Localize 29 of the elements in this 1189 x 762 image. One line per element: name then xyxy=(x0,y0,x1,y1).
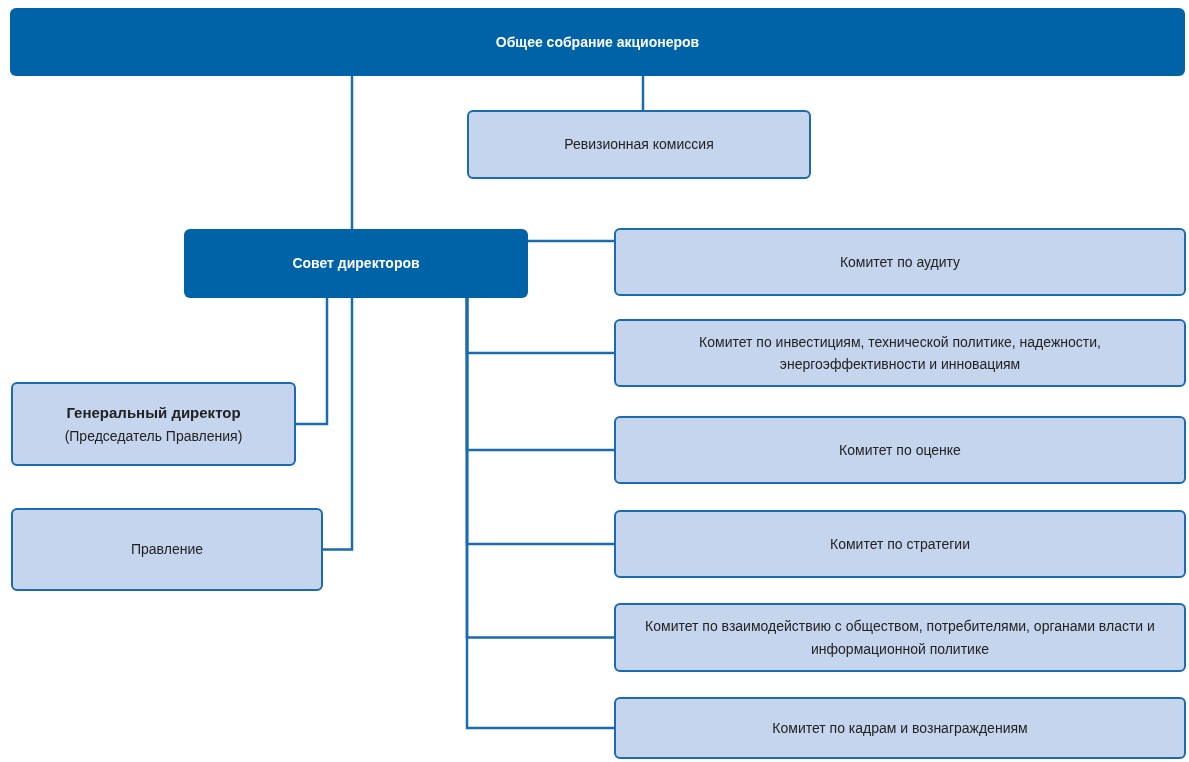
committee-box xyxy=(614,510,1186,578)
committee-box xyxy=(614,228,1186,296)
connector-line xyxy=(323,298,354,551)
committee-box xyxy=(614,319,1186,387)
connector-line xyxy=(296,298,329,426)
box-title: Совет директоров xyxy=(292,254,420,274)
box-title: Генеральный директор xyxy=(66,402,241,423)
box-title: Комитет по кадрам и вознаграждениям xyxy=(772,718,1028,738)
box-title: Комитет по аудиту xyxy=(839,252,961,272)
committee-box xyxy=(467,110,811,179)
connector-line xyxy=(528,239,614,243)
box-title: Комитет по стратегии xyxy=(830,534,970,554)
governing-body-box xyxy=(10,8,1185,76)
committee-box xyxy=(11,382,296,466)
governing-body-box xyxy=(184,229,528,298)
committee-box xyxy=(614,697,1186,759)
committee-box xyxy=(614,603,1186,672)
box-title: Правление xyxy=(130,540,203,560)
box-title: Комитет по оценке xyxy=(839,440,961,460)
connector-line xyxy=(641,76,645,110)
box-title: Ревизионная комиссия xyxy=(564,135,714,155)
committee-box xyxy=(614,416,1186,484)
box-title: Комитет по инвестициям, технической политике, надежности, энергоэффективности и инновациям xyxy=(698,332,1102,374)
connector-line xyxy=(350,76,354,229)
box-subtitle: (Председатель Правления) xyxy=(64,426,243,446)
box-title: Комитет по взаимодействию с обществом, потребителями, органами власти и информационной политике xyxy=(644,617,1156,659)
box-title: Общее собрание акционеров xyxy=(495,32,700,52)
connector-line xyxy=(465,298,614,730)
committee-box xyxy=(11,508,323,591)
